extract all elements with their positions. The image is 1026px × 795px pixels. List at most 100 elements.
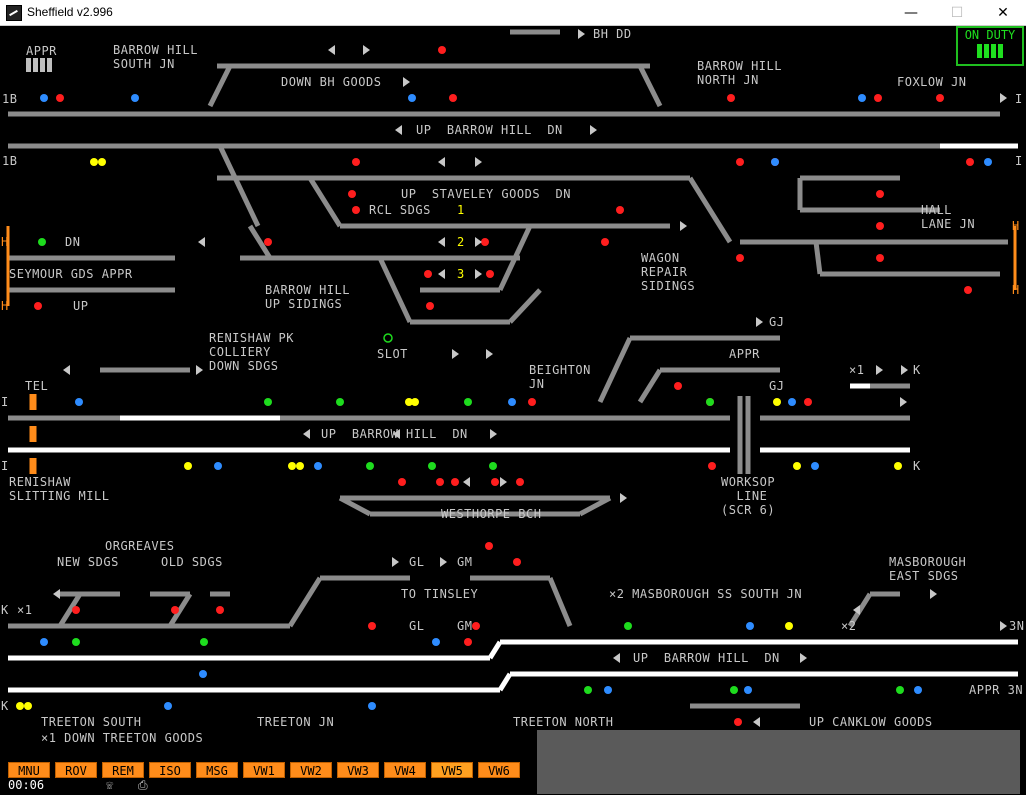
signal-red[interactable] [601,238,609,246]
toolbar-button-rov[interactable]: ROV [55,762,97,778]
route-arrow[interactable] [452,349,459,359]
signal-green[interactable] [264,398,272,406]
route-arrow[interactable] [440,557,447,567]
toolbar-button-vw5[interactable]: VW5 [431,762,473,778]
toolbar-button-rem[interactable]: REM [102,762,144,778]
signal-blue[interactable] [314,462,322,470]
route-arrow[interactable] [392,557,399,567]
signal-green[interactable] [489,462,497,470]
slot-indicator[interactable] [383,333,393,343]
signal-yellow[interactable] [296,462,304,470]
signal-green[interactable] [428,462,436,470]
signal-red[interactable] [674,382,682,390]
route-arrow[interactable] [578,29,585,39]
telephone-icon[interactable]: ☏ [106,778,114,792]
signal-blue[interactable] [164,702,172,710]
printer-icon[interactable]: ⎙ [138,778,148,792]
signal-yellow[interactable] [90,158,98,166]
signal-red[interactable] [727,94,735,102]
route-arrow[interactable] [393,429,400,439]
signal-red[interactable] [449,94,457,102]
signal-yellow[interactable] [894,462,902,470]
route-arrow[interactable] [363,45,370,55]
signal-yellow[interactable] [793,462,801,470]
signal-yellow[interactable] [405,398,413,406]
signal-green[interactable] [896,686,904,694]
toolbar-button-vw4[interactable]: VW4 [384,762,426,778]
signal-blue[interactable] [432,638,440,646]
route-arrow[interactable] [63,365,70,375]
signal-yellow[interactable] [24,702,32,710]
route-arrow[interactable] [463,477,470,487]
route-arrow[interactable] [613,653,620,663]
signal-blue[interactable] [604,686,612,694]
route-arrow[interactable] [475,237,482,247]
signal-red[interactable] [936,94,944,102]
signal-red[interactable] [516,478,524,486]
route-arrow[interactable] [590,125,597,135]
signal-green[interactable] [366,462,374,470]
signal-red[interactable] [876,190,884,198]
signal-green[interactable] [624,622,632,630]
signal-blue[interactable] [214,462,222,470]
signal-red[interactable] [348,190,356,198]
route-arrow[interactable] [328,45,335,55]
close-button[interactable]: ✕ [997,5,1009,21]
signal-red[interactable] [486,270,494,278]
signal-blue[interactable] [40,94,48,102]
signal-red[interactable] [616,206,624,214]
route-arrow[interactable] [753,717,760,727]
route-arrow[interactable] [800,653,807,663]
route-arrow[interactable] [1000,93,1007,103]
signal-red[interactable] [352,206,360,214]
signal-red[interactable] [426,302,434,310]
signal-red[interactable] [171,606,179,614]
route-arrow[interactable] [475,269,482,279]
signal-yellow[interactable] [785,622,793,630]
signal-red[interactable] [398,478,406,486]
signal-yellow[interactable] [184,462,192,470]
route-arrow[interactable] [901,365,908,375]
signal-blue[interactable] [40,638,48,646]
toolbar-button-iso[interactable]: ISO [149,762,191,778]
route-arrow[interactable] [475,157,482,167]
route-arrow[interactable] [198,237,205,247]
route-arrow[interactable] [500,477,507,487]
signal-red[interactable] [464,638,472,646]
signal-red[interactable] [964,286,972,294]
signal-red[interactable] [472,622,480,630]
on-duty-indicator[interactable]: ON DUTY [956,26,1024,66]
signal-green[interactable] [200,638,208,646]
route-arrow[interactable] [486,349,493,359]
signal-blue[interactable] [75,398,83,406]
minimize-button[interactable]: — [904,5,918,21]
signal-blue[interactable] [199,670,207,678]
route-arrow[interactable] [303,429,310,439]
signal-red[interactable] [436,478,444,486]
signal-red[interactable] [804,398,812,406]
signal-red[interactable] [708,462,716,470]
signal-red[interactable] [216,606,224,614]
route-arrow[interactable] [438,157,445,167]
signal-red[interactable] [424,270,432,278]
signal-red[interactable] [368,622,376,630]
route-arrow[interactable] [403,77,410,87]
signal-green[interactable] [706,398,714,406]
route-arrow[interactable] [756,317,763,327]
signal-blue[interactable] [744,686,752,694]
signal-yellow[interactable] [411,398,419,406]
signal-blue[interactable] [811,462,819,470]
signal-red[interactable] [513,558,521,566]
signal-yellow[interactable] [98,158,106,166]
route-arrow[interactable] [438,269,445,279]
route-arrow[interactable] [196,365,203,375]
signal-red[interactable] [528,398,536,406]
signal-blue[interactable] [408,94,416,102]
route-arrow[interactable] [490,429,497,439]
toolbar-button-vw3[interactable]: VW3 [337,762,379,778]
signal-red[interactable] [966,158,974,166]
signal-red[interactable] [876,222,884,230]
signal-blue[interactable] [984,158,992,166]
toolbar-button-vw1[interactable]: VW1 [243,762,285,778]
signal-blue[interactable] [771,158,779,166]
